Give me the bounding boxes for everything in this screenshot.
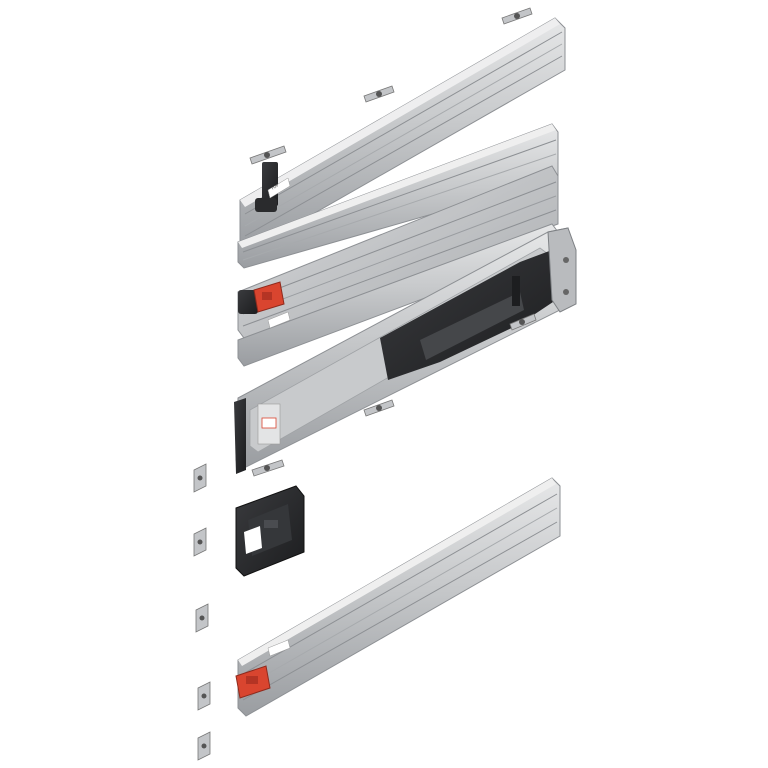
clip-icon (249, 145, 287, 165)
clip-icon (501, 7, 533, 25)
clip-icon (197, 731, 211, 761)
front-bracket (235, 485, 305, 577)
clip-icon (251, 459, 285, 477)
top-rail: TOP (239, 17, 566, 251)
clip-icon (363, 85, 395, 103)
clip-icon (509, 313, 537, 331)
clip-icon (197, 681, 211, 711)
clip-icon (195, 603, 209, 633)
middle-rail (237, 123, 559, 367)
clip-icon (193, 463, 207, 493)
carriage-rail (234, 227, 577, 474)
bottom-rail (235, 477, 561, 717)
clip-icon (363, 399, 395, 417)
clip-icon (193, 527, 207, 557)
svg-text:TOP: TOP (269, 182, 280, 191)
